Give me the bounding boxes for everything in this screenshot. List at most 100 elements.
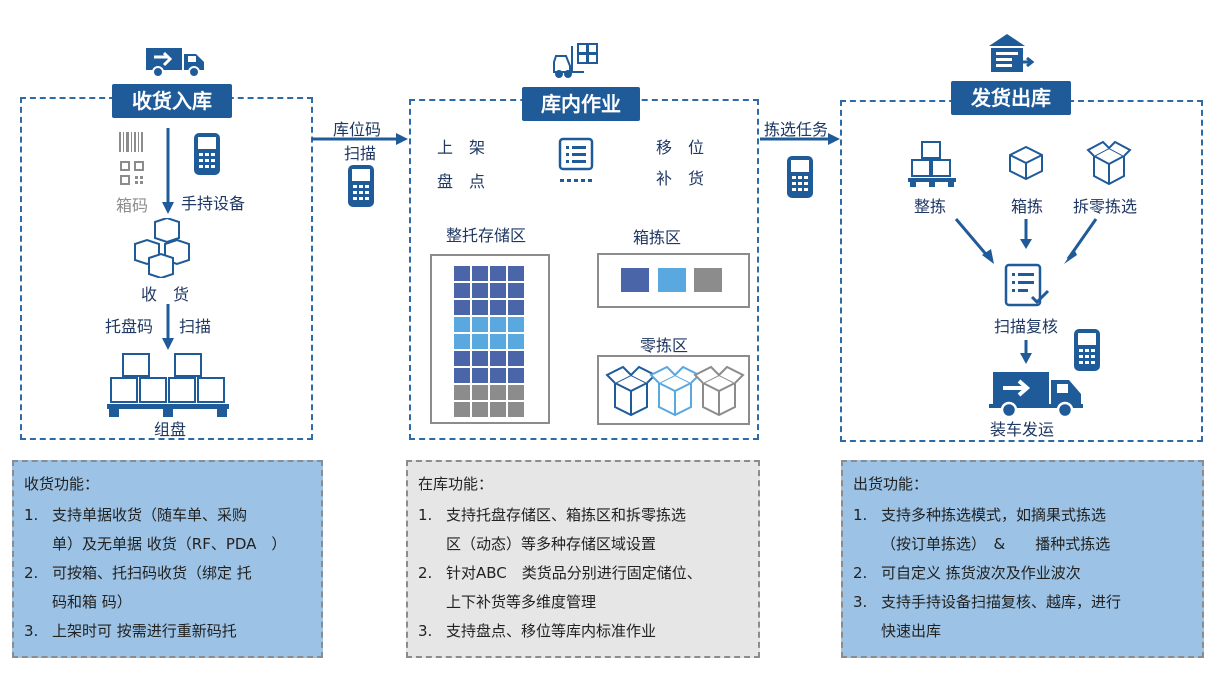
arrow-down	[162, 304, 174, 350]
rack-slot	[508, 317, 524, 332]
storage-function-list: 1.支持托盘存储区、箱拣区和拆零拣选区（动态）等多种存储区域设置 2.针对ABC…	[418, 501, 746, 646]
rack-slot	[454, 266, 470, 281]
rack-slot	[454, 402, 470, 417]
open-boxes-icon	[605, 365, 745, 417]
shipping-function-box: 出货功能： 1.支持多种拣选模式，如摘果式拣选（按订单拣选） & 播种式拣选 2…	[841, 460, 1204, 658]
rack-slot	[490, 402, 506, 417]
load-ship-label: 装车发运	[990, 420, 1055, 439]
rack-slot	[490, 266, 506, 281]
rack-slot	[490, 300, 506, 315]
rack-slot	[472, 385, 488, 400]
arrow1-label-line2: 扫描	[344, 144, 377, 163]
pick-piece-label: 拆零拣选	[1073, 197, 1138, 216]
handheld-device-icon	[1074, 329, 1100, 371]
shipping-function-heading: 出货功能：	[853, 475, 929, 493]
op-stocktake: 盘 点	[437, 172, 486, 191]
scan-label: 扫描	[179, 317, 212, 336]
list-item: 3.支持盘点、移位等库内标准作业	[418, 622, 657, 640]
rack-slot	[508, 385, 524, 400]
shipping-function-list: 1.支持多种拣选模式，如摘果式拣选（按订单拣选） & 播种式拣选 2.可自定义 …	[853, 501, 1190, 646]
list-item: 2.可自定义 拣货波次及作业波次	[853, 564, 1081, 582]
rack-slot	[454, 368, 470, 383]
list-item: 2.针对ABC 类货品分别进行固定储位、上下补货等多维度管理	[418, 564, 702, 611]
handheld-device-icon	[194, 133, 220, 175]
op-relocate: 移 位	[656, 138, 705, 157]
receiving-function-list: 1.支持单据收货（随车单、采购单）及无单据 收货（RF、PDA ） 2.可按箱、…	[24, 501, 309, 646]
pallet-code-label: 托盘码	[105, 317, 154, 336]
rack-slot	[472, 266, 488, 281]
storage-function-box: 在库功能： 1.支持托盘存储区、箱拣区和拆零拣选区（动态）等多种存储区域设置 2…	[406, 460, 760, 658]
rack-slot	[508, 351, 524, 366]
zone-piece-label: 零拣区	[640, 336, 689, 355]
rack-slot	[472, 402, 488, 417]
receiving-function-box: 收货功能： 1.支持单据收货（随车单、采购单）及无单据 收货（RF、PDA ） …	[12, 460, 323, 658]
storage-rack-grid	[454, 266, 524, 417]
group-pallet-label: 组盘	[154, 420, 187, 439]
rack-slot	[508, 300, 524, 315]
rack-slot	[490, 334, 506, 349]
rack-slot	[508, 402, 524, 417]
rack-slot	[454, 334, 470, 349]
barcode-label: 箱码	[116, 196, 149, 215]
rack-slot	[490, 385, 506, 400]
forklift-icon	[553, 43, 598, 78]
pick-box-label: 箱拣	[1011, 197, 1044, 216]
rack-slot	[454, 351, 470, 366]
rack-slot	[508, 334, 524, 349]
rack-slot	[454, 385, 470, 400]
rack-slot	[472, 317, 488, 332]
rack-slot	[508, 368, 524, 383]
list-item: 1.支持多种拣选模式，如摘果式拣选（按订单拣选） & 播种式拣选	[853, 506, 1111, 553]
box-picking-slots	[621, 268, 722, 292]
list-item: 2.可按箱、托扫码收货（绑定 托码和箱 码）	[24, 564, 252, 611]
rack-slot	[454, 283, 470, 298]
converging-arrows	[954, 218, 1098, 264]
receiving-title: 收货入库	[112, 84, 232, 118]
arrow1-label-line1: 库位码	[333, 120, 382, 139]
rack-slot	[508, 283, 524, 298]
rack-slot	[490, 283, 506, 298]
receive-label: 收 货	[141, 285, 190, 304]
rack-slot	[472, 368, 488, 383]
rack-slot	[472, 334, 488, 349]
rack-slot	[472, 300, 488, 315]
shipping-title: 发货出库	[951, 81, 1071, 115]
boxes-icon	[134, 218, 190, 278]
piece-picking-zone	[597, 355, 750, 425]
arrow-right	[312, 133, 408, 145]
list-item: 3.上架时可 按需进行重新码托	[24, 622, 237, 640]
warehouse-title: 库内作业	[522, 87, 640, 121]
warehouse-outbound-icon	[989, 34, 1035, 72]
pick-whole-label: 整拣	[914, 197, 947, 216]
zone-box-label: 箱拣区	[633, 228, 682, 247]
rack-slot	[490, 368, 506, 383]
storage-function-heading: 在库功能：	[418, 475, 494, 493]
handheld-device-icon	[787, 156, 813, 198]
rack-slot	[490, 351, 506, 366]
rack-slot	[454, 317, 470, 332]
receiving-function-heading: 收货功能：	[24, 475, 100, 493]
list-item: 1.支持单据收货（随车单、采购单）及无单据 收货（RF、PDA ）	[24, 506, 287, 553]
rack-slot	[454, 300, 470, 315]
rack-slot	[508, 266, 524, 281]
list-item: 3.支持手持设备扫描复核、越库，进行快速出库	[853, 593, 1122, 640]
truck-icon	[989, 372, 1083, 419]
open-box-icon	[1086, 140, 1132, 186]
rack-slot	[490, 317, 506, 332]
barcode-icon	[119, 132, 143, 152]
qr-code-icon	[120, 161, 144, 185]
zone-pallet-label: 整托存储区	[446, 226, 527, 245]
list-icon	[558, 137, 594, 182]
handheld-device-icon	[348, 165, 374, 207]
checklist-icon	[1004, 263, 1050, 307]
truck-icon	[146, 48, 204, 78]
arrow-down	[162, 128, 174, 214]
box-picking-zone	[597, 253, 750, 308]
pallet-storage-zone	[430, 254, 550, 424]
rack-slot	[472, 283, 488, 298]
op-replenish: 补 货	[656, 169, 705, 188]
box-icon	[1009, 145, 1043, 181]
arrow-down	[1020, 340, 1032, 364]
arrow2-label: 拣选任务	[764, 120, 829, 139]
list-item: 1.支持托盘存储区、箱拣区和拆零拣选区（动态）等多种存储区域设置	[418, 506, 687, 553]
